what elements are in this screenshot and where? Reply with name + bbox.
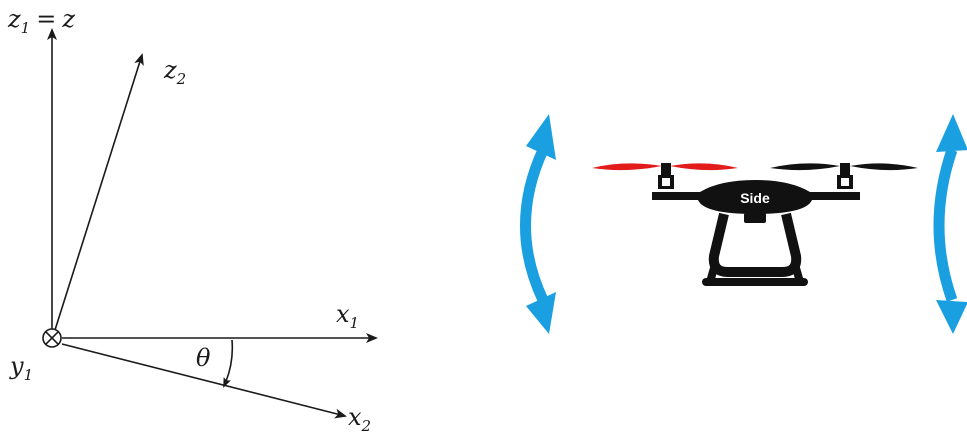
landing-gear xyxy=(708,212,802,277)
drone-illustration: Side xyxy=(520,114,967,334)
landing-leg-right xyxy=(792,264,804,286)
right-tilt-arrow-icon xyxy=(933,114,967,334)
z2-label: z2 xyxy=(163,56,186,88)
y1-label: y1 xyxy=(9,352,33,384)
right-propeller-icon xyxy=(770,163,918,171)
camera-mount xyxy=(744,213,766,223)
x2-label: x2 xyxy=(348,403,371,434)
left-propeller-icon xyxy=(592,163,738,171)
z1-equals-z-label: z1=z xyxy=(7,5,75,37)
z2-axis xyxy=(54,53,144,331)
coordinate-frame: z1=z z2 x1 x2 y1 θ xyxy=(7,5,378,434)
left-motor-icon xyxy=(658,163,674,189)
right-motor-icon xyxy=(837,163,853,189)
side-label: Side xyxy=(740,190,770,206)
theta-arc xyxy=(223,339,234,388)
left-tilt-arrow-icon xyxy=(520,114,556,334)
drone-body xyxy=(652,180,860,214)
y1-into-page-symbol xyxy=(42,328,62,348)
x2-axis xyxy=(61,343,347,419)
landing-leg-left xyxy=(706,264,718,286)
x1-label: x1 xyxy=(336,300,359,332)
theta-label: θ xyxy=(196,344,211,372)
